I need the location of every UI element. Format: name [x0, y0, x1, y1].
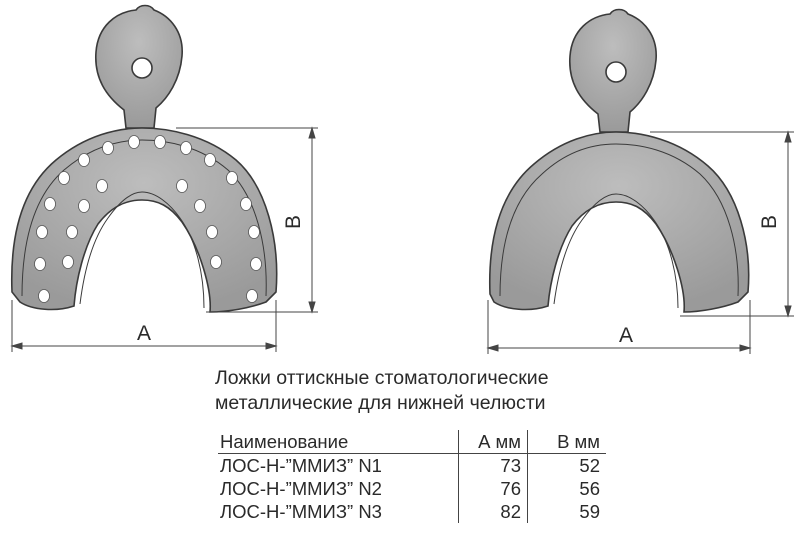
perforation-hole	[240, 197, 252, 211]
perforation-hole	[58, 171, 70, 185]
dimensions-table: Наименование А мм В мм ЛОС-Н-”ММИЗ” N1 7…	[218, 430, 606, 523]
tray-body	[10, 127, 278, 313]
product-caption: Ложки оттискные стоматологические металл…	[215, 366, 549, 416]
row-b: 52	[527, 453, 606, 477]
tray-inner-rim	[79, 191, 205, 309]
table-header-row: Наименование А мм В мм	[218, 430, 606, 454]
dimension-a-label-left: A	[137, 322, 151, 345]
row-b: 59	[527, 500, 606, 523]
perforated-tray	[10, 4, 278, 313]
perforation-hole	[78, 199, 90, 213]
row-a: 73	[458, 453, 528, 477]
dimension-a-label-right: A	[619, 324, 633, 347]
tray-rim	[499, 143, 739, 297]
table-row: ЛОС-Н-”ММИЗ” N1 73 52	[218, 453, 606, 477]
perforation-hole	[246, 289, 258, 303]
dimension-b-left	[176, 126, 318, 314]
perforation-hole	[204, 153, 216, 167]
perforation-hole	[128, 135, 140, 149]
dimension-a-left	[10, 300, 278, 352]
handle-hole	[131, 57, 153, 79]
tray-rim	[21, 139, 267, 297]
dimension-b-label-left: B	[282, 215, 305, 229]
perforation-hole	[180, 141, 192, 155]
header-a: А мм	[458, 430, 528, 454]
row-a: 82	[458, 500, 528, 523]
header-b: В мм	[527, 430, 606, 454]
caption-line-1: Ложки оттискные стоматологические	[215, 367, 549, 389]
tray-inner-rim	[553, 193, 679, 309]
perforation-hole	[78, 153, 90, 167]
perforation-holes	[34, 135, 262, 303]
dimension-a-right	[486, 300, 752, 354]
handle-hole	[605, 61, 627, 83]
row-name: ЛОС-Н-”ММИЗ” N1	[220, 454, 382, 476]
row-b: 56	[527, 477, 606, 500]
perforation-hole	[102, 141, 114, 155]
row-name: ЛОС-Н-”ММИЗ” N3	[220, 500, 382, 522]
perforation-hole	[176, 179, 188, 193]
perforation-hole	[36, 225, 48, 239]
trays-drawing: A B A B	[10, 4, 794, 354]
tray-body	[488, 131, 750, 313]
perforation-hole	[226, 171, 238, 185]
perforation-hole	[34, 257, 46, 271]
perforation-hole	[250, 257, 262, 271]
table-row: ЛОС-Н-”ММИЗ” N3 82 59	[218, 500, 606, 523]
perforation-hole	[96, 179, 108, 193]
perforation-hole	[62, 255, 74, 269]
perforation-hole	[206, 225, 218, 239]
solid-tray	[488, 8, 750, 313]
row-a: 76	[458, 477, 528, 500]
dimension-b-right	[650, 130, 794, 318]
perforation-hole	[194, 199, 206, 213]
header-name: Наименование	[218, 430, 459, 454]
perforation-hole	[210, 255, 222, 269]
perforation-hole	[66, 225, 78, 239]
table-row: ЛОС-Н-”ММИЗ” N2 76 56	[218, 477, 606, 500]
perforation-hole	[248, 225, 260, 239]
perforation-hole	[44, 197, 56, 211]
perforation-hole	[154, 135, 166, 149]
dimension-b-label-right: B	[758, 215, 781, 229]
perforation-hole	[38, 289, 50, 303]
row-name: ЛОС-Н-”ММИЗ” N2	[220, 477, 382, 499]
caption-line-2: металлические для нижней челюсти	[215, 392, 546, 414]
